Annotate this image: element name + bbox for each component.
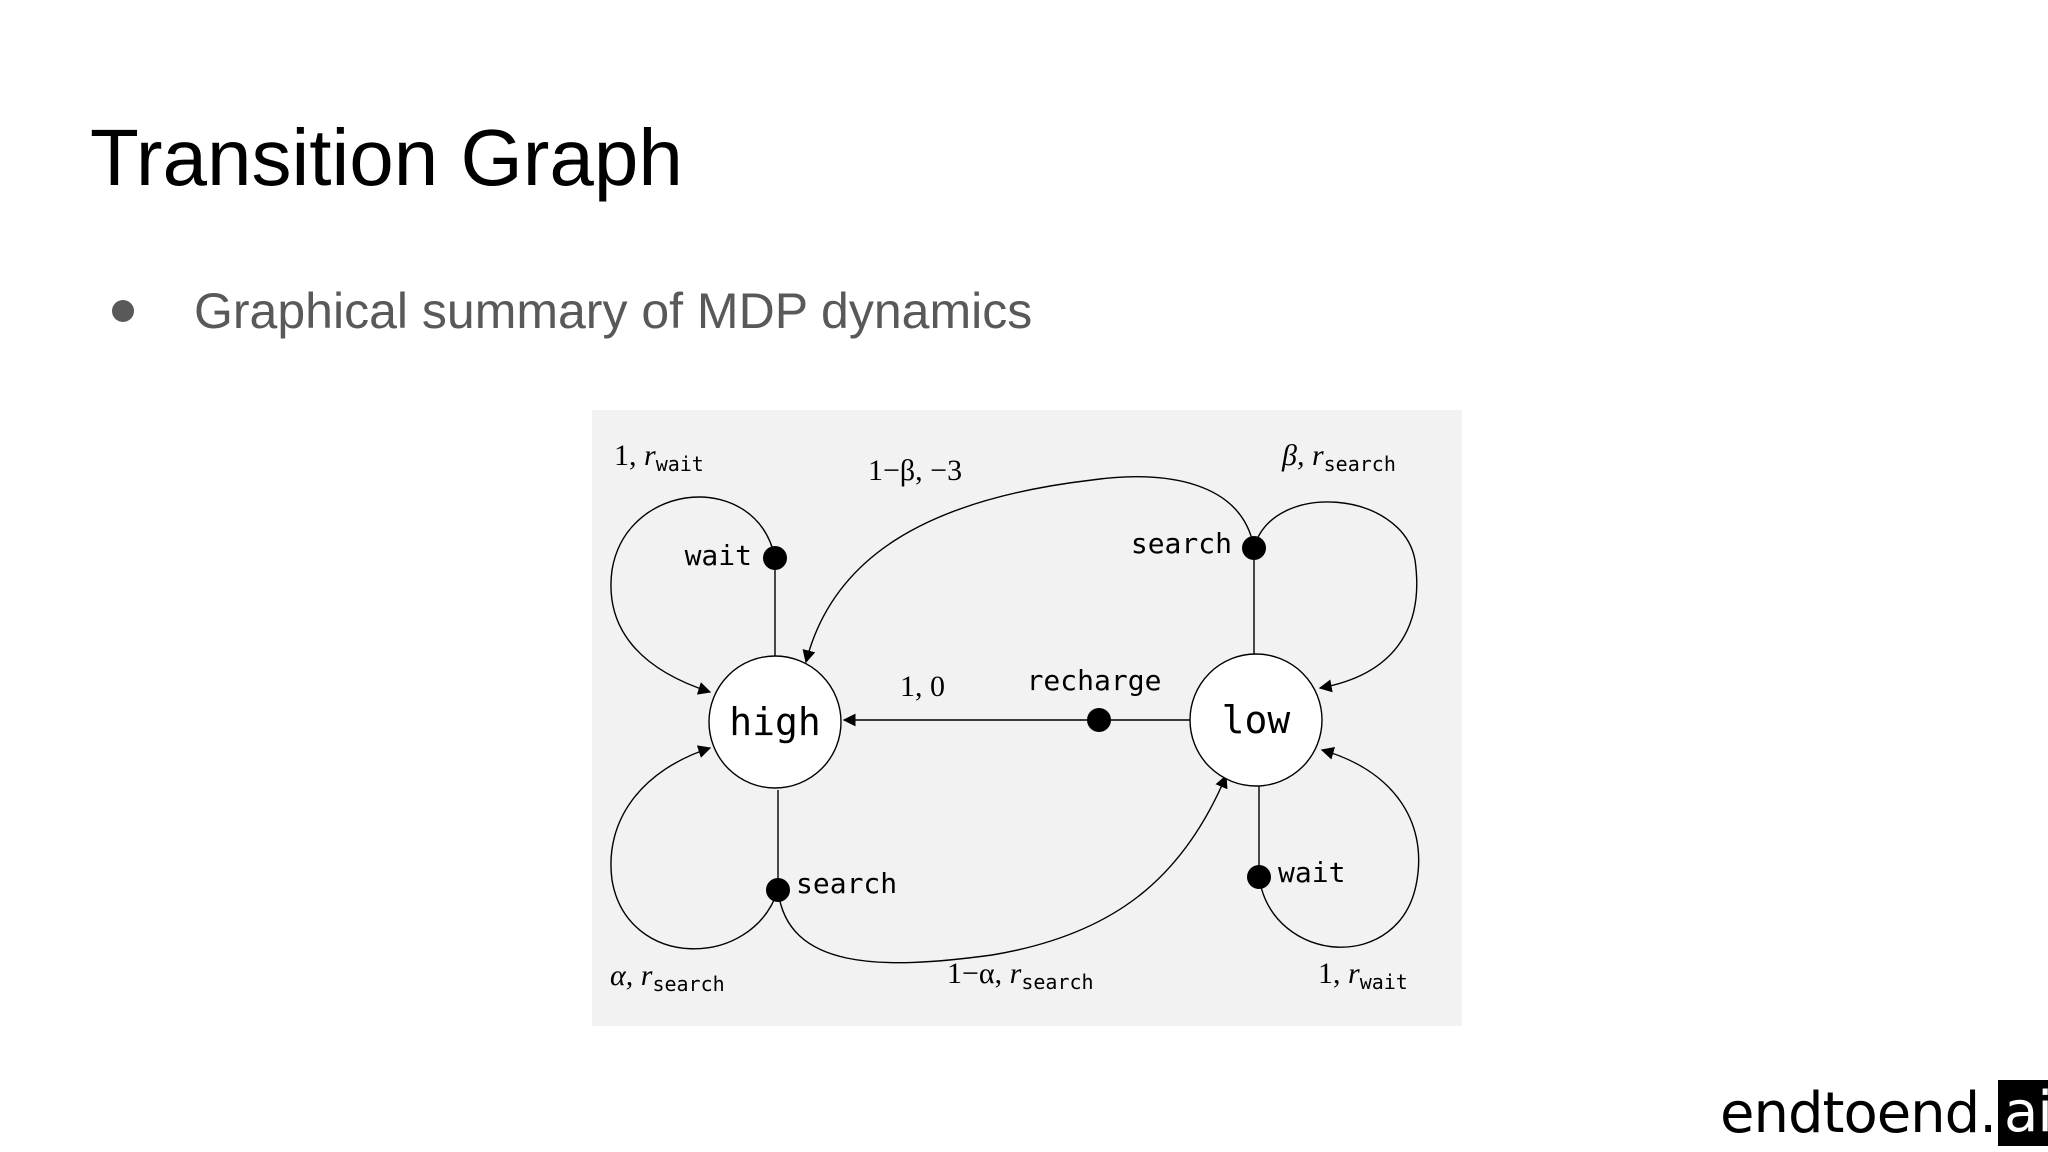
action-dot-low-wait (1247, 865, 1271, 889)
edge-label-low-search-to-high: 1−β, −3 (868, 454, 962, 487)
low-search-to-high-arc (802, 476, 1255, 664)
edge-label-low-search-loop: β, rsearch (1281, 439, 1396, 476)
state-label-low: low (1222, 698, 1291, 742)
endtoend-logo: endtoend.ai (1720, 1080, 2048, 1146)
low-search-loop-arc (1253, 501, 1418, 693)
action-dot-high-search (766, 878, 790, 902)
action-dot-low-recharge (1087, 708, 1111, 732)
action-dot-low-search (1242, 536, 1266, 560)
logo-box: ai (1998, 1080, 2048, 1146)
transition-graph-svg: high low wait search search recharge wai… (592, 410, 1462, 1026)
edge-label-high-search-to-low: 1−α, rsearch (947, 957, 1094, 994)
bullet-text: Graphical summary of MDP dynamics (194, 283, 1033, 339)
action-label-low-search: search (1131, 527, 1232, 560)
logo-text: endtoend. (1720, 1080, 1997, 1146)
state-node-high (708, 655, 842, 789)
slide-title: Transition Graph (90, 113, 683, 202)
low-wait-loop-arc (1258, 746, 1420, 948)
high-wait-loop-arc (610, 496, 776, 695)
high-search-loop-arc (610, 745, 779, 950)
action-label-low-wait: wait (1278, 856, 1345, 889)
edge-label-recharge-to-high: 1, 0 (900, 670, 945, 703)
high-search-to-low-arc (777, 774, 1228, 964)
action-label-low-recharge: recharge (1027, 664, 1162, 697)
transition-graph: high low wait search search recharge wai… (592, 410, 1462, 1026)
action-dot-high-wait (763, 546, 787, 570)
action-label-high-search: search (796, 867, 897, 900)
edge-label-low-wait-loop: 1, rwait (1318, 957, 1408, 994)
bullet-dot (112, 300, 134, 322)
edge-label-high-wait-loop: 1, rwait (614, 439, 704, 476)
action-label-high-wait: wait (685, 539, 752, 572)
state-label-high: high (729, 700, 821, 744)
bullet-item: Graphical summary of MDP dynamics (112, 282, 1032, 340)
edge-label-high-search-loop: α, rsearch (610, 959, 725, 996)
state-node-low (1189, 653, 1323, 787)
